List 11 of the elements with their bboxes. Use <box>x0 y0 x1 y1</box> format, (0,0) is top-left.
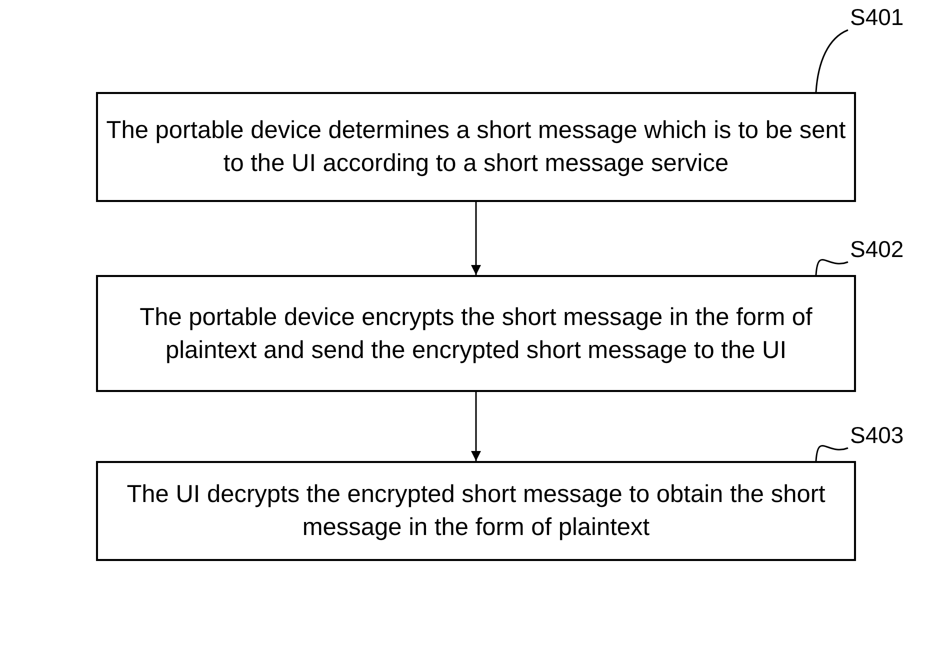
process-box <box>96 275 856 392</box>
step-number: S402 <box>850 236 904 263</box>
arrow <box>471 202 481 275</box>
process-box <box>96 461 856 561</box>
arrow <box>471 392 481 461</box>
step-text: The portable device encrypts the short message in the form of plaintext and send the encrypted short message to the UI <box>138 302 814 366</box>
process-box <box>96 92 856 202</box>
step-text: The portable device determines a short message which is to be sent to the UI according to a short message service <box>105 116 847 179</box>
step-number: S401 <box>850 4 904 31</box>
step-number: S403 <box>850 422 904 449</box>
step-text: The UI decrypts the encrypted short message to obtain the short message in the form of plaintext <box>126 480 826 543</box>
